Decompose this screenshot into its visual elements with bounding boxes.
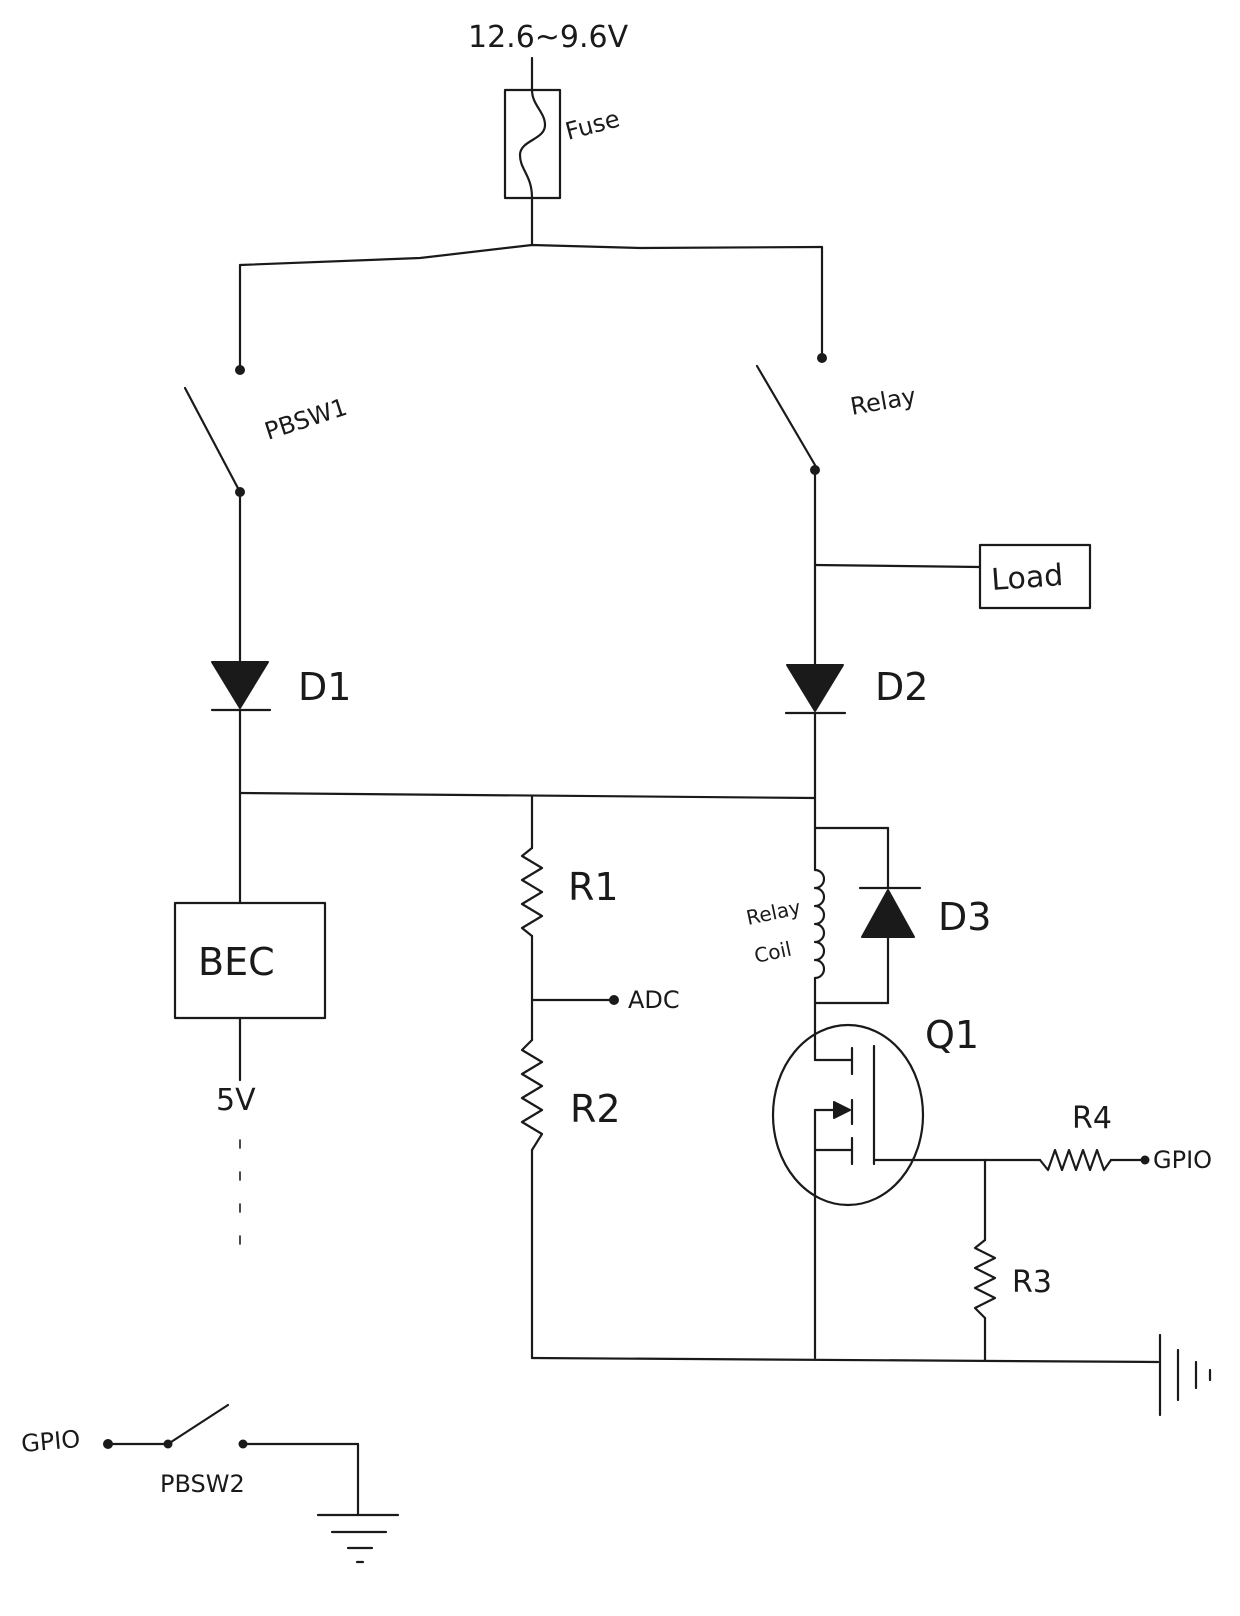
r2-label: R2 [570,1087,621,1131]
middle-bus-wire [238,791,817,905]
earth-ground-symbol [316,1513,400,1564]
r3-label: R3 [1012,1265,1052,1300]
pbsw1-switch [183,365,245,497]
relay-contact-label: Relay [848,382,918,421]
d1-diode [210,661,272,795]
d2-diode [784,664,847,800]
d3-diode [813,886,922,1005]
r1-label: R1 [568,865,619,909]
right-branch-wire [813,468,982,667]
adc-tap [530,995,619,1005]
d3-label: D3 [938,895,991,939]
relay-coil-label-line2: Coil [752,937,794,968]
d2-label: D2 [875,665,928,709]
d1-label: D1 [298,665,351,709]
pbsw1-label: PBSW1 [261,393,350,446]
gate-wire [983,1158,1042,1242]
q1-label: Q1 [925,1013,979,1057]
load-box [978,543,1092,610]
gpio-right-label: GPIO [1153,1146,1212,1174]
load-label: Load [990,558,1064,598]
adc-label: ADC [628,986,680,1014]
coil-top-wire [813,796,890,890]
relay-coil [813,868,826,1005]
fuse-label: Fuse [562,105,622,146]
gpio-left-label: GPIO [20,1425,81,1458]
bottom-ground-bus [530,1356,1160,1364]
relay-contact-switch [755,353,827,475]
r2-resistor [520,1038,544,1360]
fuse-symbol [503,88,562,247]
bec-label: BEC [198,940,275,984]
r4-label: R4 [1072,1101,1112,1136]
pbsw2-label: PBSW2 [160,1470,245,1498]
r4-resistor [1038,1148,1150,1172]
chassis-ground-symbol [1158,1333,1212,1417]
pbsw2-switch [103,1403,360,1517]
r3-resistor [973,1238,997,1362]
bec-output-label: 5V [216,1083,256,1118]
q1-mosfet [771,1001,987,1360]
bec-box [173,901,327,1082]
top-bus-wire [238,243,824,367]
supply-voltage-label: 12.6~9.6V [468,20,629,55]
relay-coil-label-line1: Relay [744,895,803,930]
r1-resistor [520,846,544,1042]
